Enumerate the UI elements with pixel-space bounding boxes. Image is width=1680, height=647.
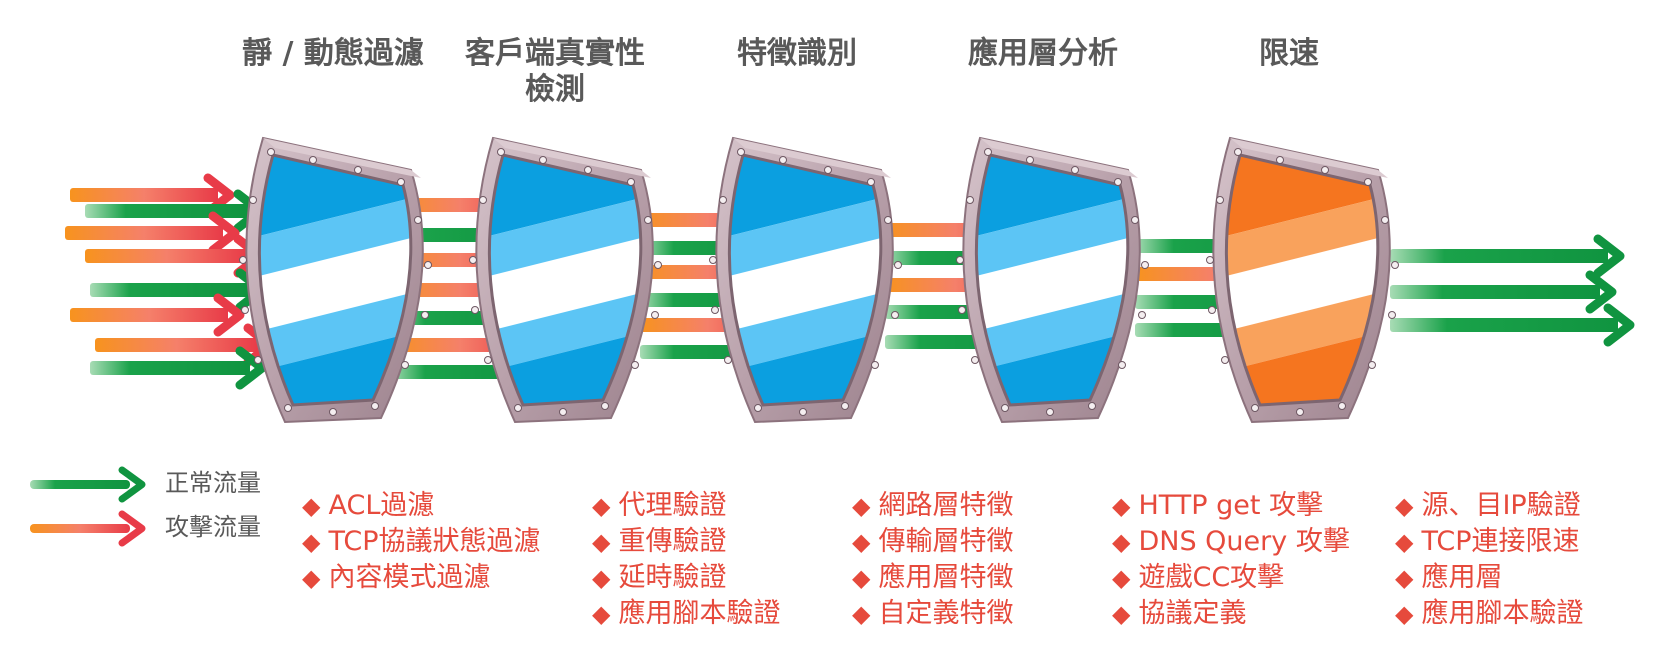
feature-list-signature: ◆網路層特徵 ◆傳輸層特徵 ◆應用層特徵 ◆自定義特徵 xyxy=(852,488,1013,632)
feature-item: ◆代理驗證 xyxy=(592,488,780,524)
legend-attack-arrow-icon xyxy=(30,510,146,547)
legend-normal: 正常流量 xyxy=(30,464,290,504)
diamond-bullet-icon: ◆ xyxy=(592,600,611,628)
diamond-bullet-icon: ◆ xyxy=(852,528,871,556)
feature-list-filter: ◆ACL過濾 ◆TCP協議狀態過濾 ◆內容模式過濾 xyxy=(302,488,541,596)
normal-arrowhead-icon xyxy=(1603,303,1635,347)
diamond-bullet-icon: ◆ xyxy=(1395,600,1414,628)
feature-item: ◆傳輸層特徵 xyxy=(852,524,1013,560)
feature-item: ◆自定義特徵 xyxy=(852,596,1013,632)
feature-item: ◆協議定義 xyxy=(1112,596,1350,632)
shield-orange-icon xyxy=(1206,136,1399,424)
stage-title-signature: 特徵識別 xyxy=(737,36,857,71)
feature-list-app-analysis: ◆HTTP get 攻擊 ◆DNS Query 攻擊 ◆遊戲CC攻擊 ◆協議定義 xyxy=(1112,488,1350,632)
diamond-bullet-icon: ◆ xyxy=(302,492,321,520)
feature-item: ◆ACL過濾 xyxy=(302,488,541,524)
stage-title-app-analysis: 應用層分析 xyxy=(968,36,1118,71)
stage-title-client-check: 客戶端真實性 檢測 xyxy=(465,36,645,107)
diamond-bullet-icon: ◆ xyxy=(852,564,871,592)
diamond-bullet-icon: ◆ xyxy=(592,492,611,520)
feature-item: ◆應用腳本驗證 xyxy=(592,596,780,632)
attack-arrowhead-icon xyxy=(213,293,245,337)
diamond-bullet-icon: ◆ xyxy=(1395,492,1414,520)
diamond-bullet-icon: ◆ xyxy=(1395,528,1414,556)
feature-item: ◆延時驗證 xyxy=(592,560,780,596)
attack-traffic-arrow xyxy=(95,338,258,352)
diamond-bullet-icon: ◆ xyxy=(592,528,611,556)
normal-traffic-arrow xyxy=(90,283,250,297)
attack-traffic-arrow xyxy=(70,188,218,202)
normal-arrowhead-icon xyxy=(1593,234,1625,278)
attack-traffic-arrow xyxy=(85,249,248,263)
feature-item: ◆遊戲CC攻擊 xyxy=(1112,560,1350,596)
feature-item: ◆內容模式過濾 xyxy=(302,560,541,596)
legend-normal-label: 正常流量 xyxy=(165,469,261,497)
diamond-bullet-icon: ◆ xyxy=(592,564,611,592)
feature-item: ◆源、目IP驗證 xyxy=(1395,488,1583,524)
shield-blue-icon xyxy=(709,136,902,424)
diamond-bullet-icon: ◆ xyxy=(852,600,871,628)
stage-title-rate-limit: 限速 xyxy=(1259,36,1319,71)
shield-blue-icon xyxy=(469,136,662,424)
normal-traffic-arrow xyxy=(85,204,248,218)
diamond-bullet-icon: ◆ xyxy=(1112,528,1131,556)
normal-traffic-arrow xyxy=(1390,285,1600,299)
stage-title-filter: 靜 / 動態過濾 xyxy=(242,36,424,71)
diamond-bullet-icon: ◆ xyxy=(1112,600,1131,628)
shields xyxy=(239,136,1399,424)
diamond-bullet-icon: ◆ xyxy=(1112,564,1131,592)
attack-traffic-arrow xyxy=(70,308,228,322)
normal-traffic-arrow xyxy=(1390,318,1618,332)
feature-item: ◆網路層特徵 xyxy=(852,488,1013,524)
legend-normal-arrow-icon xyxy=(30,466,146,503)
normal-traffic-arrow xyxy=(1390,249,1608,263)
diamond-bullet-icon: ◆ xyxy=(852,492,871,520)
feature-item: ◆應用層 xyxy=(1395,560,1583,596)
normal-traffic-arrow xyxy=(90,361,250,375)
feature-item: ◆DNS Query 攻擊 xyxy=(1112,524,1350,560)
diamond-bullet-icon: ◆ xyxy=(302,564,321,592)
diamond-bullet-icon: ◆ xyxy=(302,528,321,556)
feature-item: ◆應用層特徵 xyxy=(852,560,1013,596)
attack-arrowhead-icon xyxy=(208,211,240,255)
legend-attack-label: 攻擊流量 xyxy=(165,513,261,541)
diamond-bullet-icon: ◆ xyxy=(1395,564,1414,592)
feature-item: ◆TCP協議狀態過濾 xyxy=(302,524,541,560)
feature-item: ◆TCP連接限速 xyxy=(1395,524,1583,560)
feature-item: ◆HTTP get 攻擊 xyxy=(1112,488,1350,524)
feature-item: ◆重傳驗證 xyxy=(592,524,780,560)
shield-blue-icon xyxy=(956,136,1149,424)
legend-attack: 攻擊流量 xyxy=(30,508,290,548)
normal-arrowhead-icon xyxy=(235,346,267,390)
attack-traffic-arrow xyxy=(65,226,223,240)
feature-list-rate-limit: ◆源、目IP驗證 ◆TCP連接限速 ◆應用層 ◆應用腳本驗證 xyxy=(1395,488,1583,632)
shield-blue-icon xyxy=(239,136,432,424)
normal-arrowhead-icon xyxy=(1585,270,1617,314)
feature-item: ◆應用腳本驗證 xyxy=(1395,596,1583,632)
feature-list-client-check: ◆代理驗證 ◆重傳驗證 ◆延時驗證 ◆應用腳本驗證 xyxy=(592,488,780,632)
diamond-bullet-icon: ◆ xyxy=(1112,492,1131,520)
